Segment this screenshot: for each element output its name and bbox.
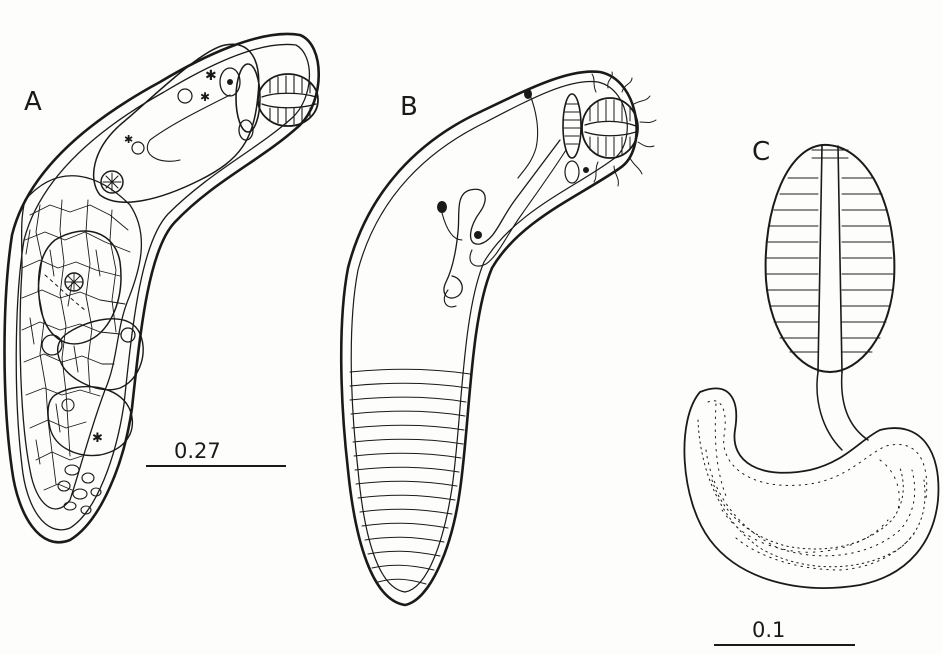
panel-b-esophagus-bulb xyxy=(565,161,579,183)
panel-a-ovary-rays xyxy=(65,273,83,291)
panel-a-spot-2: ✱ xyxy=(200,90,210,104)
panel-a-vesicle-1 xyxy=(178,89,192,103)
panel-a-testis-small-rays xyxy=(103,173,121,191)
panel-a-spot-1: ✱ xyxy=(205,68,217,84)
panel-b-sucker-slit xyxy=(585,121,636,135)
panel-b-specimen: B xyxy=(341,71,656,605)
panel-c-intestine-stipple-4 xyxy=(712,468,903,549)
panel-b-gland-3 xyxy=(474,231,482,239)
panel-a-spot-4: ✱ xyxy=(92,431,103,446)
panel-b-inner-wall xyxy=(351,81,627,592)
panel-c-lumen-cap xyxy=(812,150,848,158)
panel-a-testis-anterior xyxy=(58,319,143,390)
panel-a-pharynx xyxy=(236,64,260,132)
panel-a-small-cell xyxy=(62,399,74,411)
panel-a-testis-posterior xyxy=(48,387,132,456)
panel-a-sucker-slit xyxy=(262,93,316,108)
panel-b-gland-2 xyxy=(437,201,447,213)
panel-c-lumen xyxy=(818,146,842,372)
panel-c-label: C xyxy=(752,137,770,167)
panel-a-testis-nucleus xyxy=(121,328,135,342)
panel-b-label: B xyxy=(400,92,418,122)
panel-c-intestine-stipple-1 xyxy=(708,401,927,500)
panel-a-label: A xyxy=(24,87,42,117)
panel-c-intestine-stipple-3 xyxy=(706,450,915,556)
panel-b-dot xyxy=(583,167,589,173)
panel-c-scale-label: 0.1 xyxy=(752,618,785,642)
panel-a-egg-cluster xyxy=(58,465,101,514)
panel-b-duct-third xyxy=(518,95,538,178)
panel-a-seminal-duct xyxy=(147,95,230,161)
panel-b-striations xyxy=(350,369,470,584)
panel-b-coiled-duct xyxy=(444,140,560,298)
panel-a-oral-sucker xyxy=(258,74,318,126)
panel-c-intestine xyxy=(684,388,938,588)
panel-b-gland-1 xyxy=(524,89,532,99)
panel-b-duct-second xyxy=(444,150,566,307)
panel-a-vesicle-2 xyxy=(132,142,144,154)
panel-c-intestine-stipple-2 xyxy=(698,420,925,567)
panel-a-specimen: A ✱ ✱ ✱ xyxy=(5,34,319,542)
panel-c-striations xyxy=(767,178,893,352)
panel-a-vitellaria-cells xyxy=(22,200,130,490)
panel-c-esophagus xyxy=(817,372,868,450)
panel-a-spot-3: ✱ xyxy=(124,133,133,146)
panel-c-specimen: C 0.1 xyxy=(684,137,938,645)
panel-b-pharynx-lines xyxy=(564,104,580,144)
panel-a-scale-label: 0.27 xyxy=(174,439,221,463)
panel-a-pore-dot xyxy=(227,79,233,85)
